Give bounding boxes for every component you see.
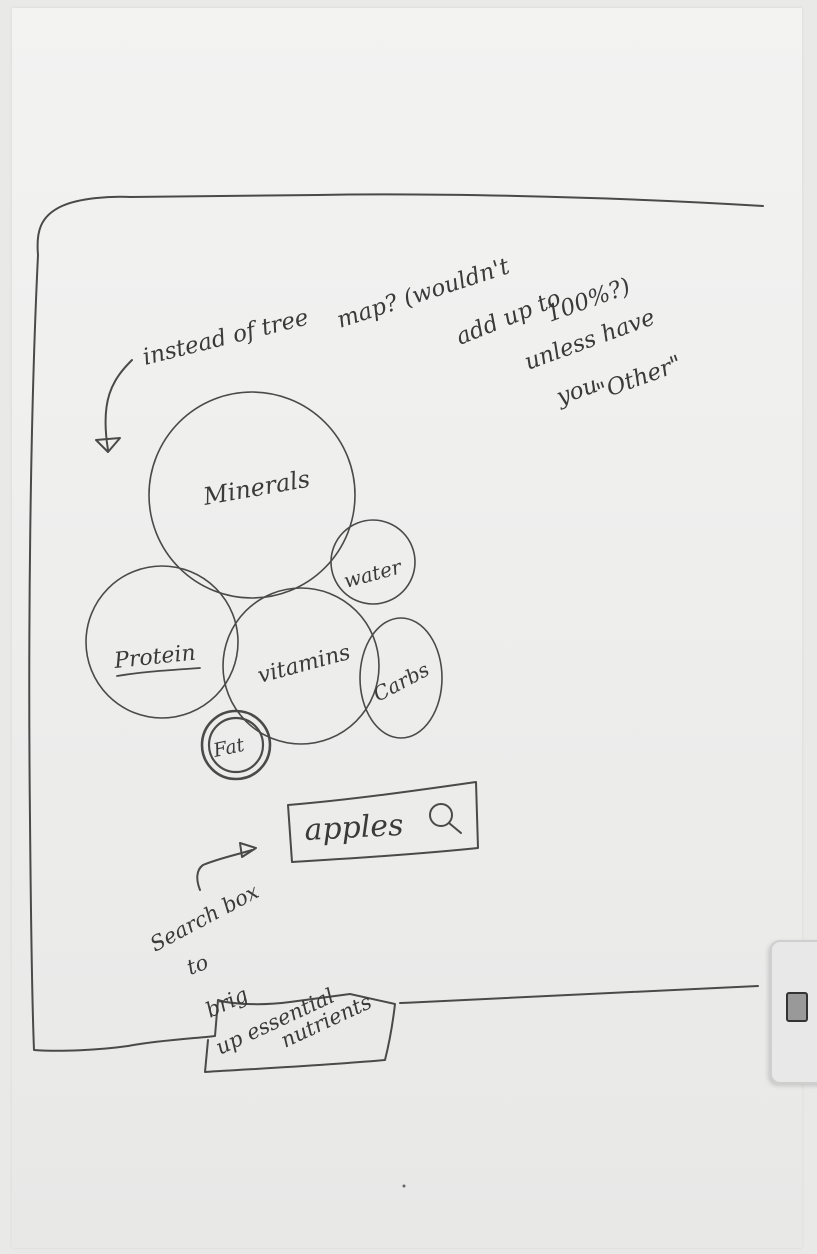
search-arrow [196,849,253,891]
annotation-group: Search box to brig up essential nutrient… [146,879,376,1059]
annotation-line-3: brig [202,982,252,1022]
label-minerals: Minerals [200,465,312,511]
search-box[interactable]: apples [287,781,479,863]
label-fat: Fat [210,734,246,762]
search-icon[interactable] [429,803,462,834]
search-arrowhead [239,842,257,858]
protein-underline [116,667,201,677]
paper-speck [402,1184,406,1188]
device-edge [770,940,817,1084]
note-line-6: you [552,372,601,411]
bubble-fat-outer [200,709,272,781]
bubble-protein [85,565,239,719]
pointer-arrowhead [95,437,121,453]
bubble-carbs [359,617,443,739]
frame-outline [28,193,764,1052]
pointer-arrow [104,359,133,451]
note-line-7: "Other" [593,351,685,406]
bubble-fat-inner [207,716,265,774]
annotation-line-1: Search box [146,879,263,956]
bubble-vitamins [222,587,380,745]
bubble-minerals [148,391,356,599]
note-group: instead of tree map? (wouldn't add up to… [140,253,685,411]
label-vitamins: vitamins [255,640,353,689]
search-box-border [287,781,479,863]
bubble-water [330,519,416,605]
search-input[interactable]: apples [304,808,405,848]
bottom-tab [127,993,396,1073]
sketch-paper [12,8,802,1248]
label-water: water [341,554,405,593]
note-line-1: instead of tree [140,305,311,371]
annotation-line-2: to [184,950,212,980]
